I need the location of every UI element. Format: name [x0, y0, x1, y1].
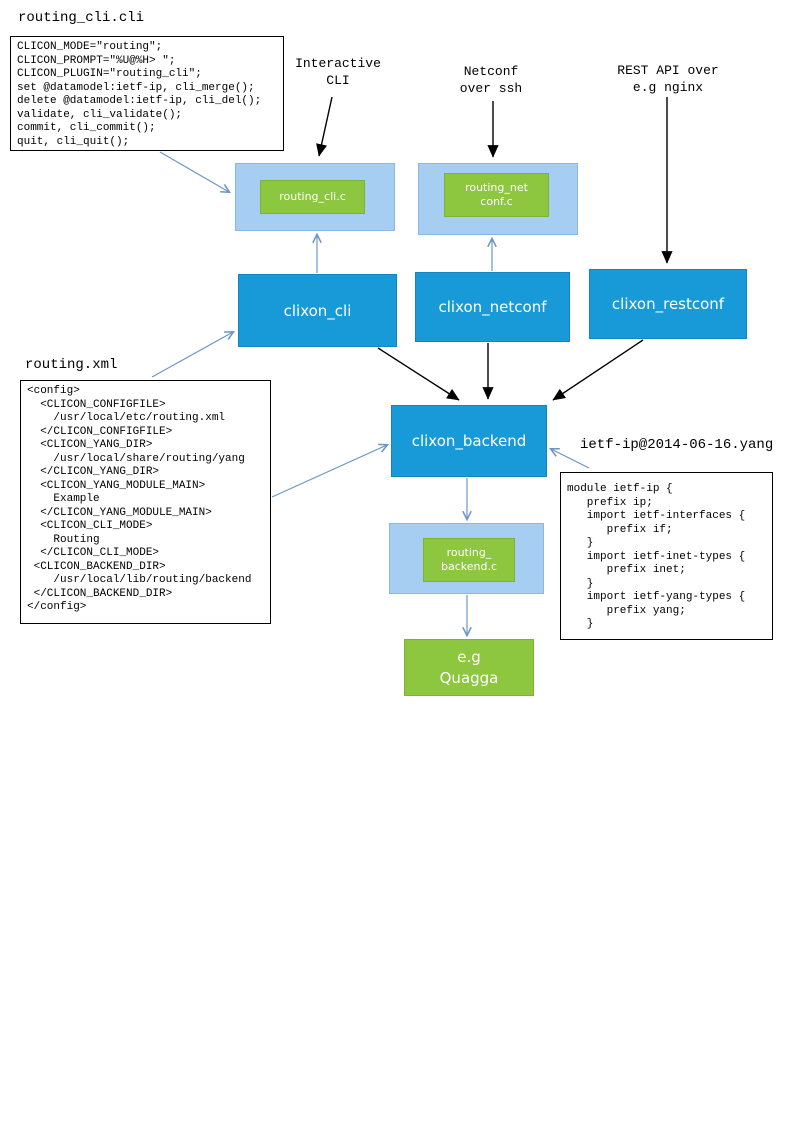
clixon-backend-node: clixon_backend	[391, 405, 547, 477]
rest-api-annotation: REST API over e.g nginx	[617, 63, 719, 95]
routing-xml-file-title: routing.xml	[25, 357, 118, 373]
routing-netconf-c-node: routing_net conf.c	[444, 173, 549, 217]
ietf-ip-yang-code-box: module ietf-ip { prefix ip; import ietf-…	[560, 472, 773, 640]
routing-backend-c-node: routing_ backend.c	[423, 538, 515, 582]
netconf-over-ssh-annotation: Netconf over ssh	[459, 64, 523, 96]
clixon-netconf-node: clixon_netconf	[415, 272, 570, 342]
arrow-routing-xml-to-clixon-cli	[151, 330, 236, 378]
routing-netconf-plugin-container: routing_net conf.c	[418, 163, 578, 235]
routing-xml-code-box: <config> <CLICON_CONFIGFILE> /usr/local/…	[20, 380, 271, 624]
routing-cli-plugin-container: routing_cli.c	[235, 163, 395, 231]
arrow-clixon-restconf-to-clixon-backend	[552, 339, 644, 401]
clixon-restconf-node: clixon_restconf	[589, 269, 747, 339]
quagga-node: e.g Quagga	[404, 639, 534, 696]
arrow-clixon-cli-to-clixon-backend	[377, 347, 460, 401]
routing-cli-code-box: CLICON_MODE="routing"; CLICON_PROMPT="%U…	[10, 36, 284, 151]
arrow-routing-cli-code-to-routing-cli-c	[159, 151, 232, 194]
ietf-ip-yang-file-title: ietf-ip@2014-06-16.yang	[580, 437, 774, 453]
routing-backend-plugin-container: routing_ backend.c	[389, 523, 544, 594]
routing-cli-c-node: routing_cli.c	[260, 180, 365, 214]
clixon-cli-node: clixon_cli	[238, 274, 397, 347]
arrow-routing-xml-to-clixon-backend	[271, 443, 390, 498]
interactive-cli-annotation: Interactive CLI	[295, 56, 381, 88]
routing-cli-file-title: routing_cli.cli	[18, 10, 145, 26]
arrow-interactive-cli-to-routing-cli-c	[316, 96, 333, 157]
